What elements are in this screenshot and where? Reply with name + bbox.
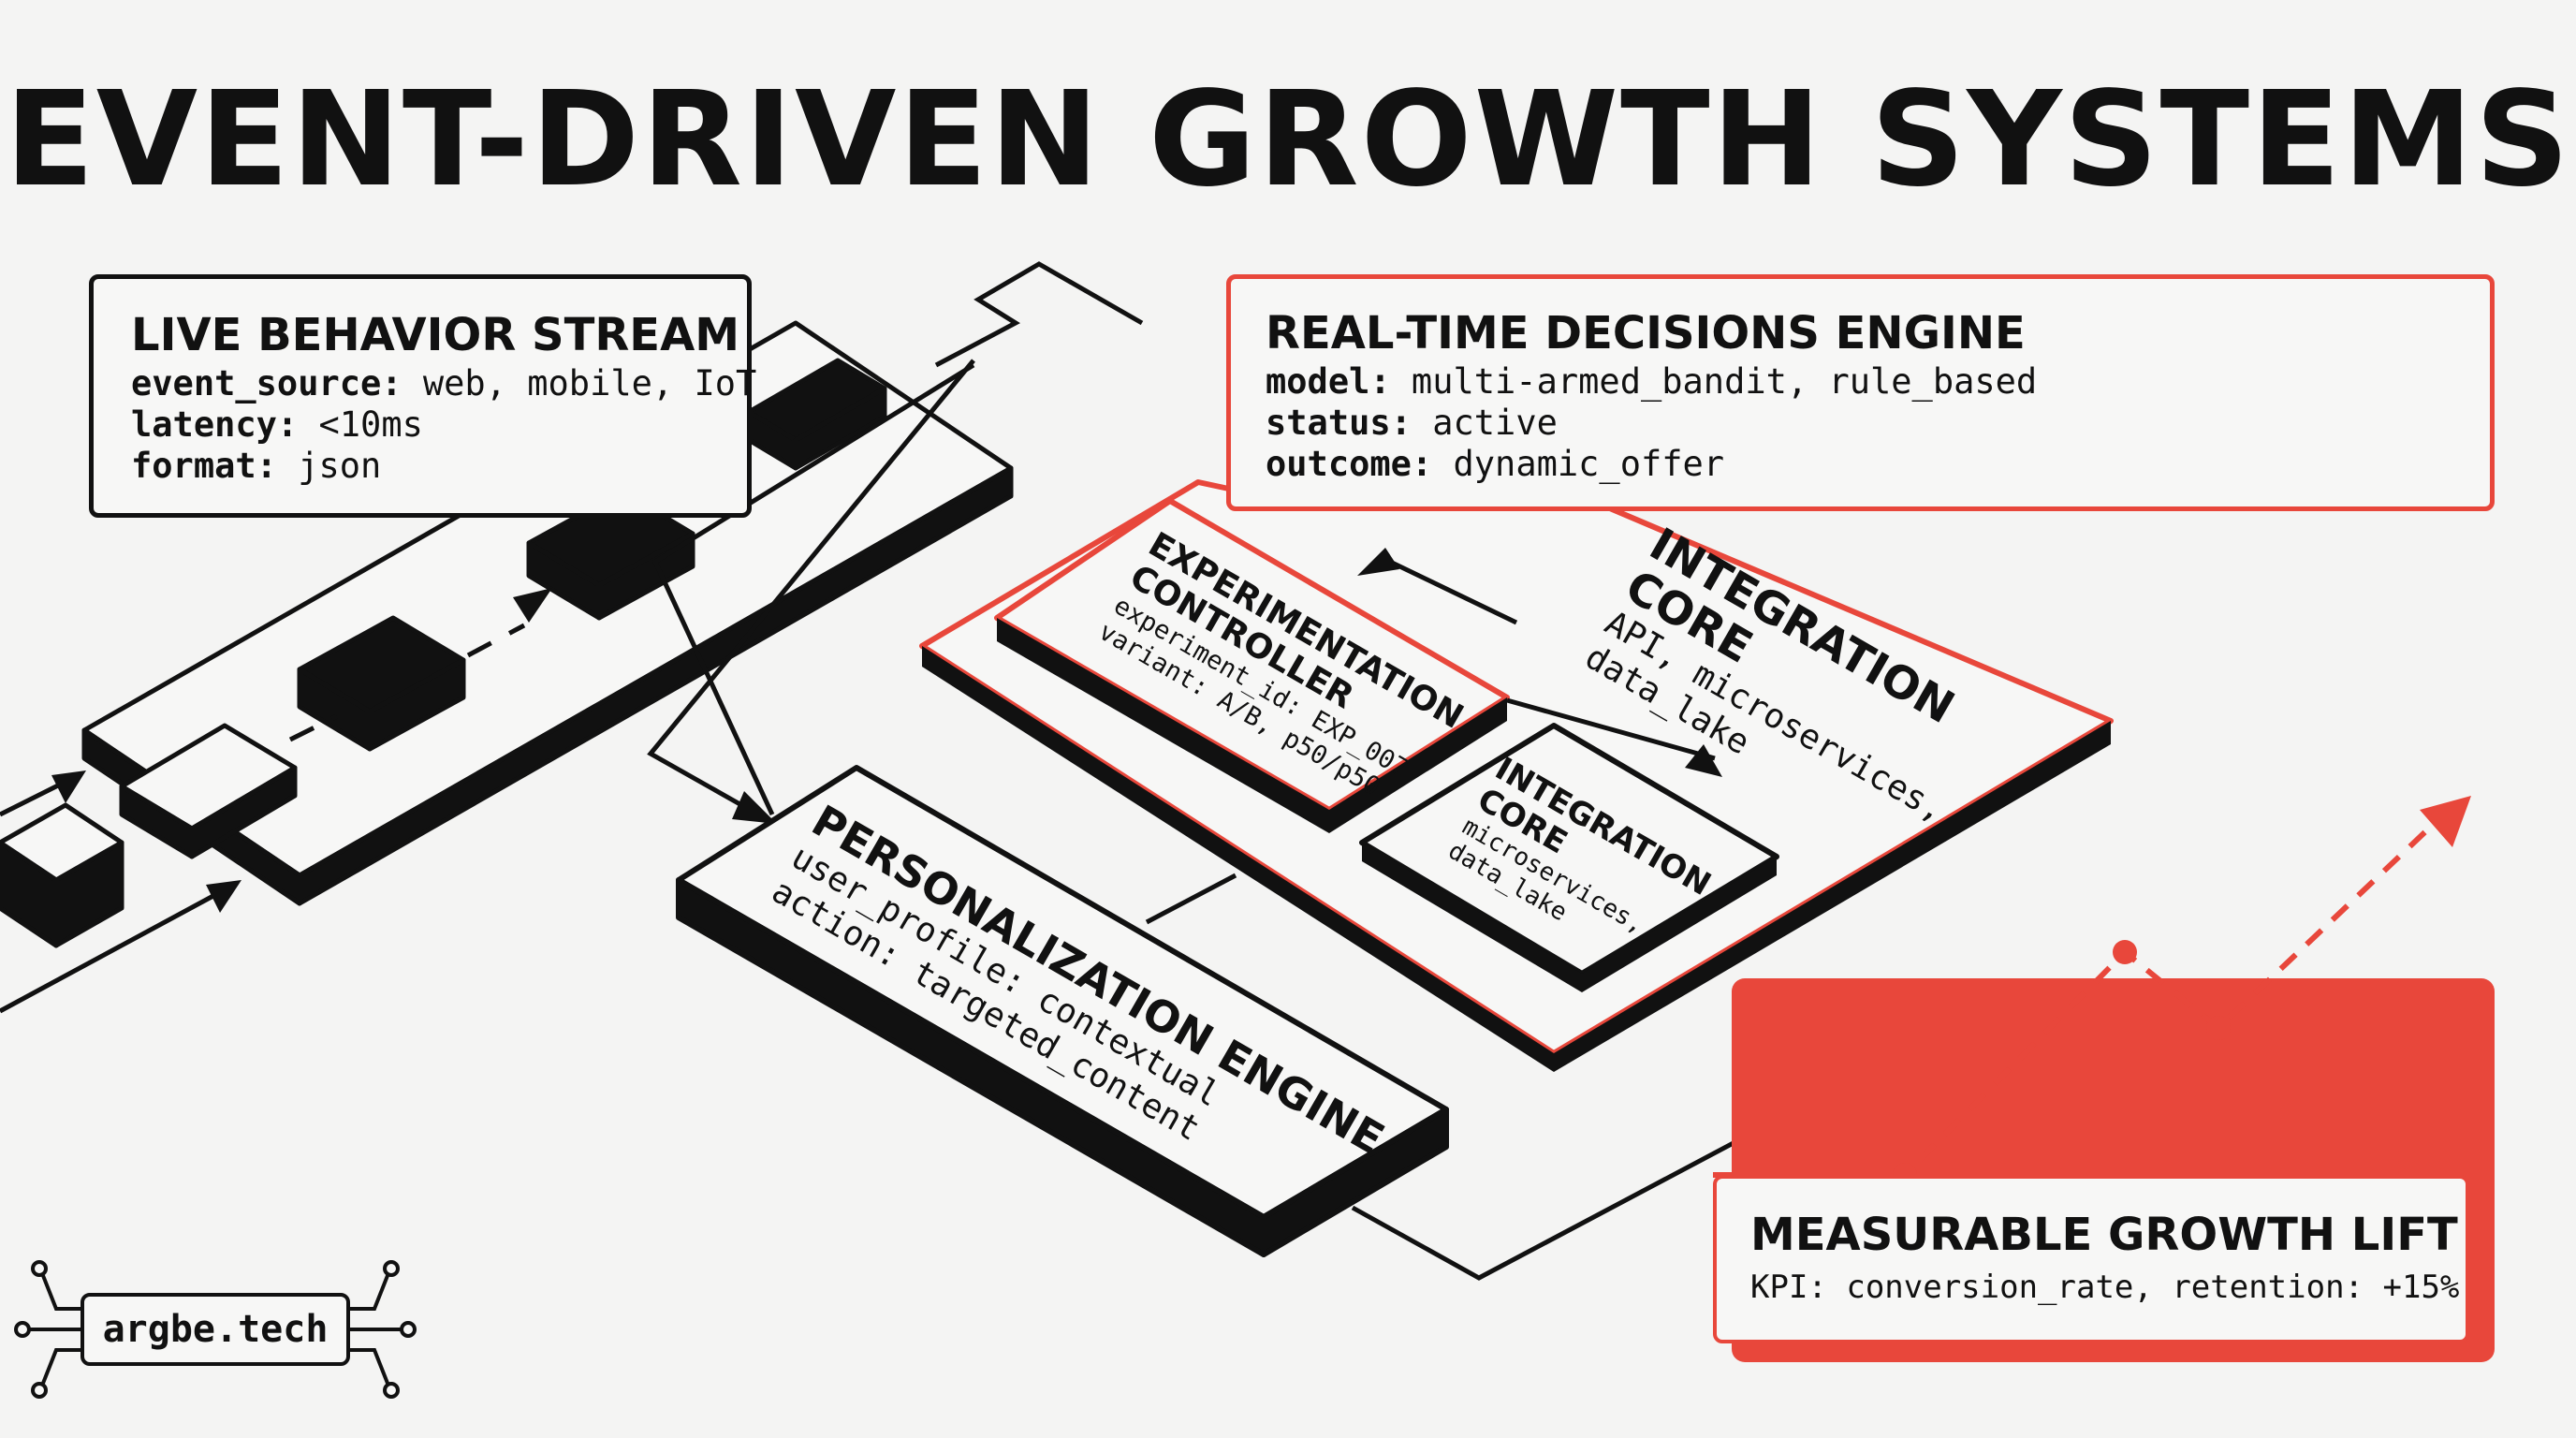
experimentation-arrow-head <box>1357 548 1399 576</box>
event-block <box>746 358 887 471</box>
row-key: event_source: <box>131 363 402 404</box>
row-key: format: <box>131 446 277 486</box>
experimentation-card-shape <box>994 498 1510 833</box>
stream-to-personalization-connector <box>934 261 1144 368</box>
live-behavior-stream-title: LIVE BEHAVIOR STREAM <box>131 309 739 361</box>
personalization-to-decisions-connector <box>1145 873 1237 925</box>
row-key: outcome: <box>1266 444 1433 484</box>
page-title: EVENT-DRIVEN GROWTH SYSTEMS <box>5 64 2571 216</box>
growth-point <box>2206 1016 2231 1040</box>
event-block <box>0 802 124 948</box>
live-behavior-stream-card: LIVE BEHAVIOR STREAM event_source: web, … <box>89 274 756 518</box>
row-value: multi-armed_bandit, rule_based <box>1390 361 2038 402</box>
growth-kpi: KPI: conversion_rate, retention: +15% <box>1750 1269 2460 1306</box>
incoming-arrow-head-1 <box>51 770 86 803</box>
decisions-engine-title: REAL-TIME DECISIONS ENGINE <box>1266 307 2026 360</box>
growth-arrow-head <box>2420 796 2471 847</box>
row-value: active <box>1411 403 1558 443</box>
row-value: dynamic_offer <box>1432 444 1725 484</box>
decisions-engine-card: REAL-TIME DECISIONS ENGINE model: multi-… <box>1226 274 2495 511</box>
status-row: status: active <box>1266 403 2490 444</box>
format-row: format: json <box>131 446 747 487</box>
event-block <box>119 723 298 859</box>
row-value: web, mobile, IoT <box>402 363 757 404</box>
outcome-row: outcome: dynamic_offer <box>1266 444 2490 485</box>
core-to-small-core-connector <box>1506 697 1716 761</box>
growth-point <box>2113 940 2137 964</box>
event-block <box>297 615 466 752</box>
incoming-arrow-head-2 <box>206 880 242 913</box>
integration-small-card-shape <box>1359 723 1779 992</box>
row-value: <10ms <box>298 404 423 445</box>
row-value: json <box>276 446 382 486</box>
personalization-arrow-head <box>732 791 777 824</box>
logo-text[interactable]: argbe.tech <box>102 1308 329 1351</box>
latency-row: latency: <10ms <box>131 404 747 446</box>
row-key: status: <box>1266 403 1412 443</box>
row-key: model: <box>1266 361 1391 402</box>
small-core-arrow-head <box>1685 744 1722 777</box>
stream-loop-connector <box>651 362 975 816</box>
circuit-chip-icon <box>14 1260 417 1399</box>
growth-lift-title: MEASURABLE GROWTH LIFT <box>1750 1209 2458 1261</box>
event-source-row: event_source: web, mobile, IoT <box>131 363 756 404</box>
model-row: model: multi-armed_bandit, rule_based <box>1266 361 2490 403</box>
row-key: latency: <box>131 404 299 445</box>
growth-lift-card: MEASURABLE GROWTH LIFT KPI: conversion_r… <box>1713 1175 2469 1343</box>
stream-arrow-head <box>513 588 552 623</box>
stream-flow-dashes <box>288 623 526 742</box>
stream-to-personalization-connector <box>647 359 975 817</box>
personalization-platform <box>676 765 1449 1257</box>
